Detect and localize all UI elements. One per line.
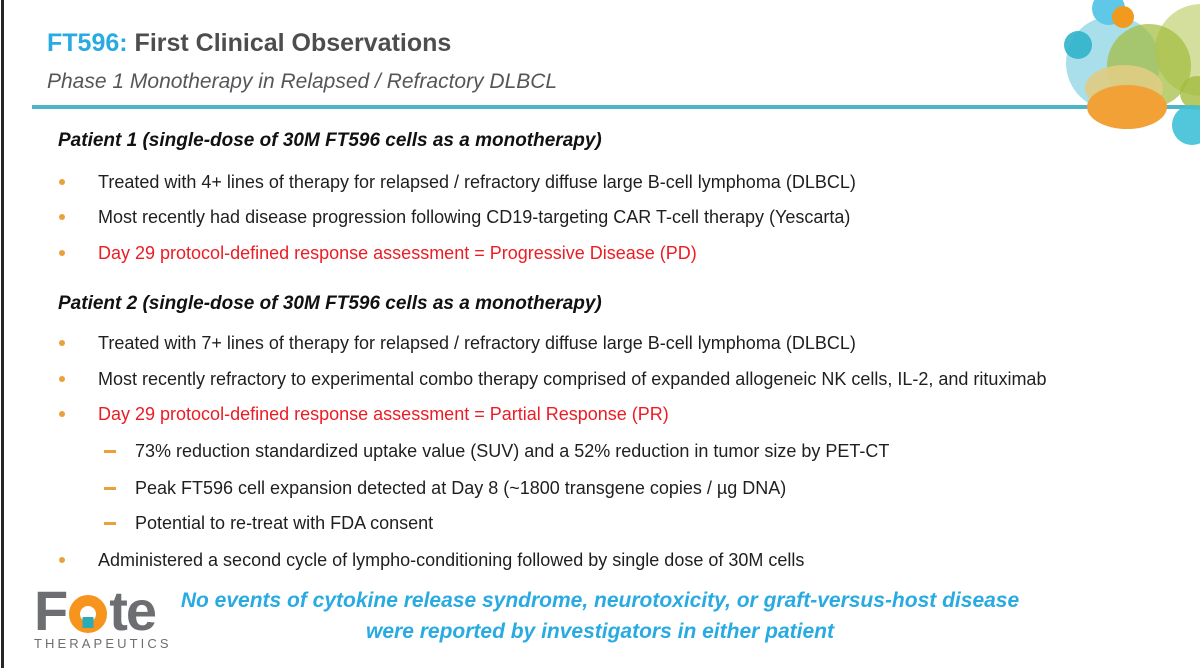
patient2-bullet-3-text: Day 29 protocol-defined response assessm… [98,404,669,424]
patient2-bullet-2-text: Most recently refractory to experimental… [98,369,1047,389]
patient2-bullet-4-text: Administered a second cycle of lympho-co… [98,550,805,570]
logo-letter-a-icon [69,595,108,633]
logo-teal-square-icon [82,617,94,628]
patient1-bullet-3-text: Day 29 protocol-defined response assessm… [98,243,697,263]
header-divider [32,105,1200,109]
safety-note-line2: were reported by investigators in either… [366,620,834,643]
logo-letters-te: te [109,579,157,642]
logo-subtext: THERAPEUTICS [34,636,172,651]
logo-letter-f: F [34,579,68,642]
patient2-subbullet-1-text: 73% reduction standardized uptake value … [135,441,890,461]
bullet-dot-icon [59,411,65,417]
frame-left-border [1,0,4,668]
patient2-subbullet-2-text: Peak FT596 cell expansion detected at Da… [135,478,787,498]
circle-big-orange [1087,85,1167,129]
circle-olive-small [1180,76,1200,110]
circle-small-teal [1064,31,1092,59]
patient1-heading: Patient 1 (single-dose of 30M FT596 cell… [58,130,602,151]
dash-bullet-icon [104,487,116,490]
patient2-subbullet-3-text: Potential to re-treat with FDA consent [135,513,434,533]
patient1-bullet-1-text: Treated with 4+ lines of therapy for rel… [98,172,856,192]
page-subtitle: Phase 1 Monotherapy in Relapsed / Refrac… [47,70,558,93]
bullet-dot-icon [59,214,65,220]
dash-bullet-icon [104,450,116,453]
patient2-heading: Patient 2 (single-dose of 30M FT596 cell… [58,293,602,314]
bullet-dot-icon [59,179,65,185]
fate-therapeutics-logo: F te THERAPEUTICS [34,579,172,652]
dash-bullet-icon [104,522,116,525]
title-rest: First Clinical Observations [134,29,452,57]
bullet-dot-icon [59,376,65,382]
bullet-dot-icon [59,557,65,563]
title-accent: FT596: [47,29,128,57]
patient1-bullet-2-text: Most recently had disease progression fo… [98,207,851,227]
patient2-bullet-1-text: Treated with 7+ lines of therapy for rel… [98,333,856,353]
logo-wordmark: F te [34,579,172,642]
safety-note-line1: No events of cytokine release syndrome, … [180,589,1020,612]
page-title: FT596: First Clinical Observations [47,29,451,58]
circle-teal-bottomright [1172,105,1200,145]
circle-orange-top [1112,6,1134,28]
bullet-dot-icon [59,250,65,256]
bullet-dot-icon [59,340,65,346]
